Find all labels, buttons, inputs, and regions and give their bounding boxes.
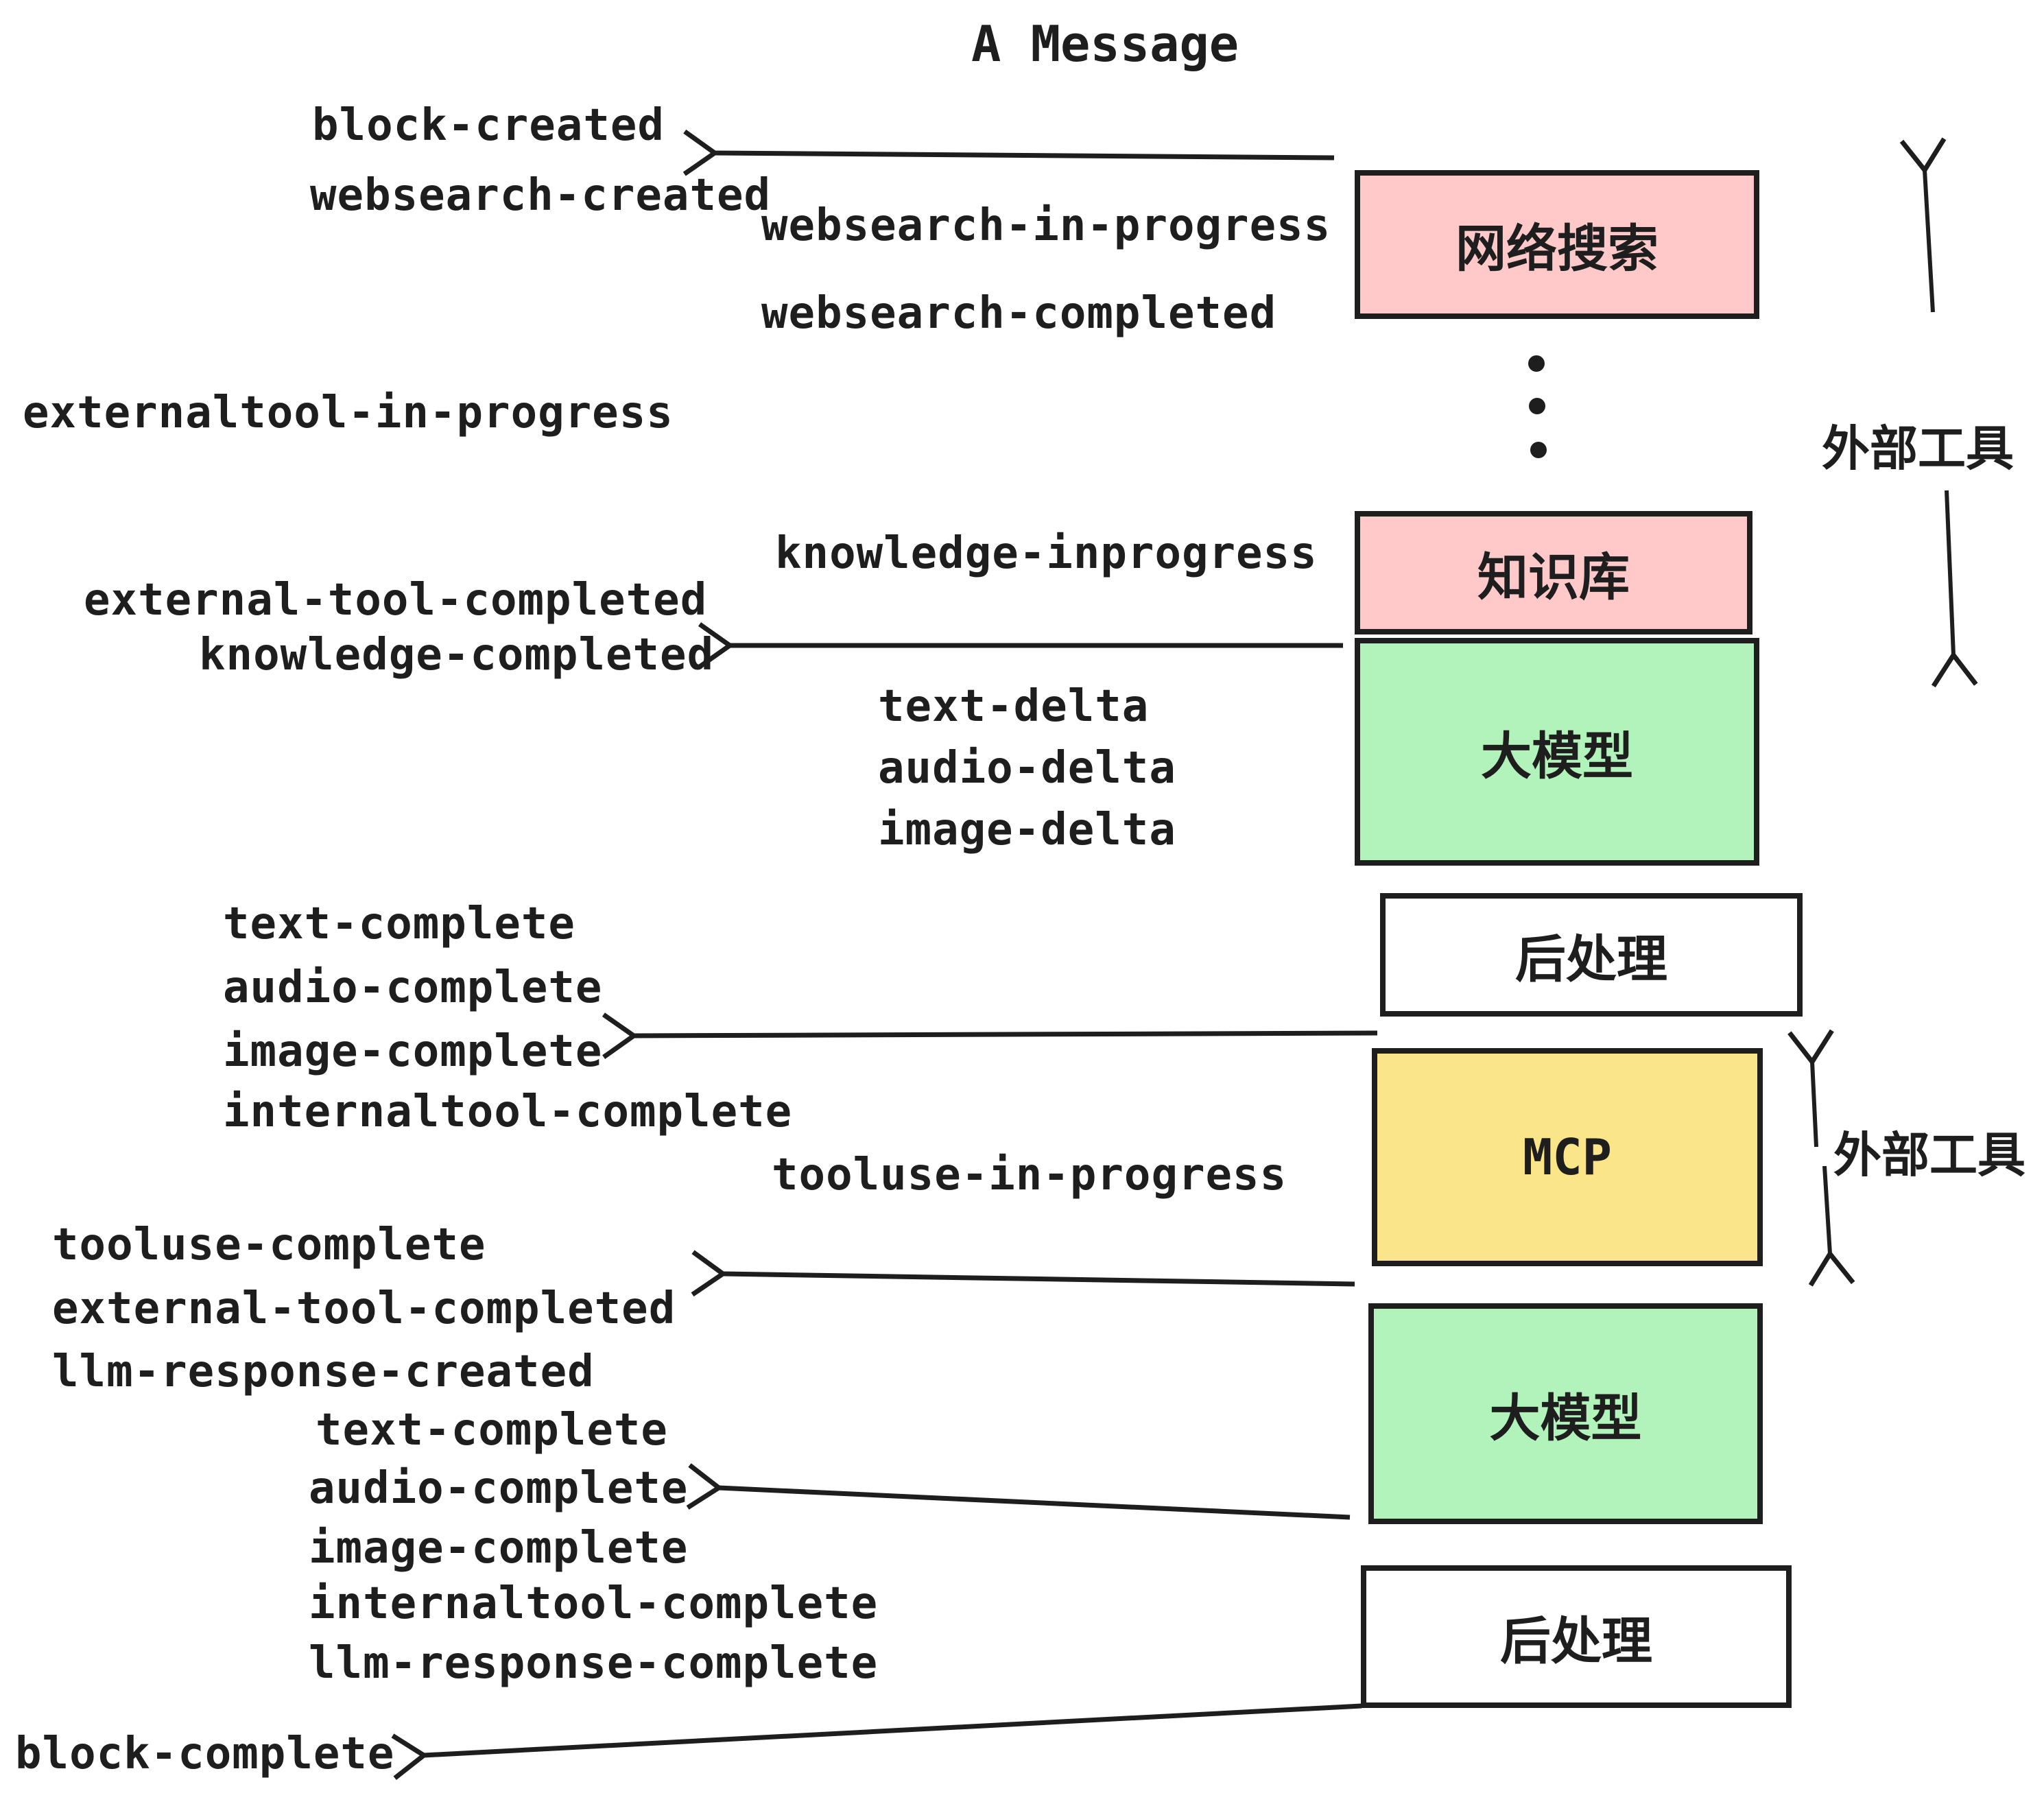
event-label-external-tool-completed: external-tool-completed [84, 575, 708, 626]
diagram-title: A Message [971, 15, 1239, 73]
external-tools-down-arrow-2 [1825, 1165, 1830, 1254]
external-tools-up-arrow-2 [1812, 1062, 1816, 1148]
node-llm-1: 大模型 [1355, 638, 1759, 866]
external-tools-down-arrow-1 [1947, 490, 1953, 655]
arrow-to-tooluse-complete [723, 1274, 1355, 1284]
ellipsis-dots [1528, 355, 1547, 458]
node-websearch: 网络搜索 [1355, 170, 1759, 319]
node-postprocess-1: 后处理 [1380, 893, 1803, 1017]
event-label-knowledge-completed: knowledge-completed [199, 630, 715, 680]
event-label-llm-response-complete: llm-response-complete [309, 1638, 879, 1689]
event-label-block-created: block-created [312, 100, 665, 151]
event-label-tooluse-in-progress: tooluse-in-progress [772, 1150, 1287, 1200]
external-tools-up-arrow-1 [1925, 170, 1933, 313]
event-label-knowledge-inprogress: knowledge-inprogress [775, 528, 1318, 579]
event-label-internaltool-complete: internaltool-complete [223, 1087, 793, 1137]
event-label-websearch-created: websearch-created [310, 170, 772, 221]
external-tools-label-2: 外部工具 [1833, 1127, 2025, 1183]
event-label-audio-complete-2: audio-complete [309, 1463, 689, 1514]
event-label-websearch-in-progress: websearch-in-progress [761, 200, 1331, 251]
event-label-websearch-completed: websearch-completed [761, 288, 1277, 339]
event-label-externaltool-in-progress: externaltool-in-progress [23, 388, 674, 438]
arrow-to-audio-complete [719, 1488, 1351, 1520]
node-knowledge-base: 知识库 [1355, 511, 1752, 634]
event-label-audio-delta: audio-delta [878, 743, 1176, 794]
event-label-internaltool-complete-2: internaltool-complete [309, 1578, 879, 1629]
event-label-llm-response-created: llm-response-created [52, 1346, 595, 1397]
event-label-external-tool-completed-2: external-tool-completed [52, 1283, 676, 1334]
node-llm-2: 大模型 [1368, 1303, 1763, 1524]
event-label-audio-complete: audio-complete [223, 962, 603, 1013]
arrow-to-block-complete [424, 1703, 1362, 1755]
external-tools-label-1: 外部工具 [1822, 420, 2014, 477]
event-label-text-delta: text-delta [878, 681, 1150, 732]
event-label-image-complete: image-complete [223, 1026, 603, 1077]
node-postprocess-2: 后处理 [1361, 1565, 1792, 1708]
event-label-image-complete-2: image-complete [309, 1523, 689, 1574]
event-label-tooluse-complete: tooluse-complete [52, 1220, 486, 1270]
arrow-to-image-complete [634, 1033, 1378, 1036]
event-label-image-delta: image-delta [878, 805, 1176, 855]
arrow-to-block-created [715, 153, 1335, 158]
event-label-text-complete: text-complete [223, 899, 575, 949]
node-mcp: MCP [1372, 1048, 1763, 1266]
event-label-text-complete-2: text-complete [316, 1405, 668, 1456]
event-label-block-complete: block-complete [15, 1729, 395, 1779]
